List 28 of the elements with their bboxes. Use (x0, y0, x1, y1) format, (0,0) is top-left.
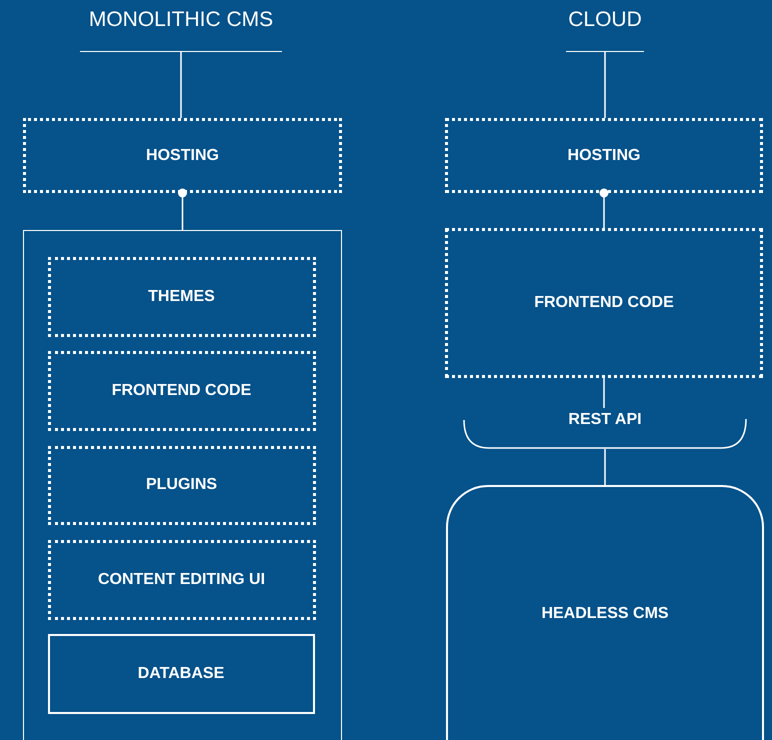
dotted-box (48, 350, 316, 430)
column-heading: CLOUD (566, 2, 644, 52)
connector-line (603, 378, 605, 408)
connector-line (180, 52, 182, 118)
box-label: DATABASE (138, 664, 224, 682)
dotted-box (23, 118, 342, 193)
column-heading: MONOLITHIC CMS (80, 2, 282, 52)
dot-connector (178, 188, 187, 230)
box-label: FRONTEND CODE (112, 382, 252, 400)
box-label: THEMES (148, 288, 215, 306)
box-label: CONTENT EDITING UI (98, 570, 266, 588)
box-label: HOSTING (568, 146, 640, 164)
dotted-box (48, 540, 316, 620)
dotted-box (445, 228, 763, 378)
connector-line (604, 449, 606, 485)
box-label: HOSTING (146, 146, 219, 164)
dot-connector (600, 188, 608, 228)
connector-line (604, 52, 606, 118)
dotted-box (445, 118, 763, 193)
box-label: FRONTEND CODE (534, 294, 674, 312)
rounded-box (446, 485, 764, 740)
box-label: PLUGINS (146, 476, 218, 494)
box-label: HEADLESS CMS (541, 604, 669, 622)
solid-box (48, 634, 314, 714)
dotted-box (48, 446, 316, 524)
box-label: REST API (568, 411, 642, 429)
dotted-box (48, 256, 316, 336)
container-box (23, 230, 342, 740)
